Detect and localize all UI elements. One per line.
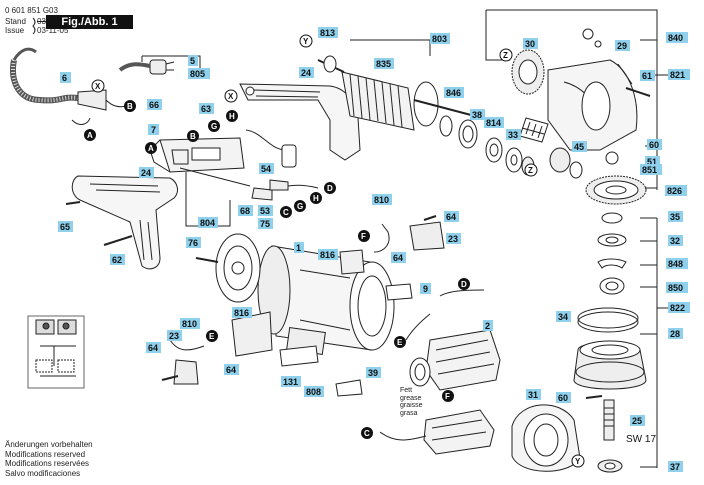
part-label-25: 25 [632, 416, 642, 426]
part-label-816-top: 816 [320, 250, 335, 260]
part-label-24-side: 24 [141, 168, 151, 178]
ref-f-coil: F [445, 392, 450, 401]
part-label-30: 30 [525, 39, 535, 49]
part-label-804: 804 [200, 218, 215, 228]
part-label-835: 835 [376, 59, 391, 69]
issue-value: 03-11-05 [37, 26, 69, 35]
part-label-68: 68 [240, 206, 250, 216]
wrench-size-label: SW 17 [626, 434, 657, 445]
part-label-64-d: 64 [226, 365, 236, 375]
ref-e-brush: E [209, 332, 215, 341]
part-label-24-top: 24 [301, 68, 311, 78]
ref-g-switch-low: G [297, 202, 303, 211]
part-label-1: 1 [296, 243, 301, 253]
ref-c-switch: C [283, 208, 289, 217]
part-label-60-low: 60 [558, 393, 568, 403]
part-label-850: 850 [668, 283, 683, 293]
doc-number: 0 601 851 G03 [5, 6, 58, 15]
ref-e-coil: E [397, 338, 403, 347]
ref-c-coil: C [364, 429, 370, 438]
part-label-846: 846 [446, 88, 461, 98]
part-label-5: 5 [190, 56, 195, 66]
part-label-31: 31 [528, 390, 538, 400]
part-label-64-b: 64 [393, 253, 403, 263]
ref-f-brush: F [361, 232, 366, 241]
issue-label: Issue [5, 26, 25, 35]
ref-x-handle: X [228, 92, 234, 101]
part-label-39: 39 [368, 368, 378, 378]
part-label-7: 7 [151, 125, 156, 135]
part-label-131: 131 [283, 377, 298, 387]
part-label-61: 61 [642, 71, 652, 81]
part-label-63: 63 [201, 104, 211, 114]
part-label-45: 45 [574, 142, 584, 152]
part-label-37: 37 [670, 462, 680, 472]
part-label-826: 826 [667, 186, 682, 196]
part-label-53: 53 [260, 206, 270, 216]
ref-b-switch: B [190, 132, 196, 141]
part-label-816-low: 816 [234, 308, 249, 318]
ref-h-switch: H [229, 112, 235, 121]
part-label-803: 803 [432, 34, 447, 44]
part-label-33: 33 [508, 130, 518, 140]
part-label-65: 65 [60, 222, 70, 232]
part-label-64-a: 64 [446, 212, 456, 222]
figure-label: Fig./Abb. 1 [46, 15, 133, 29]
part-label-23-low: 23 [169, 331, 179, 341]
part-label-38: 38 [472, 110, 482, 120]
ref-g-switch: G [211, 122, 217, 131]
part-label-bg [188, 55, 198, 66]
ref-y-guard: Y [575, 457, 581, 466]
modifications-note: Änderungen vorbehalten Modifications res… [5, 440, 93, 478]
part-label-34: 34 [558, 312, 568, 322]
stand-label: Stand [5, 17, 26, 26]
grease-note: Fett grease graisse grasa [400, 387, 423, 417]
part-label-851: 851 [642, 165, 657, 175]
part-label-64-c: 64 [148, 343, 158, 353]
ref-z-gear: Z [503, 51, 508, 60]
ref-z-pinion: Z [528, 166, 533, 175]
part-label-75: 75 [260, 219, 270, 229]
ref-y-armature: Y [303, 37, 309, 46]
part-label-51: 51 [647, 157, 657, 167]
part-label-76: 76 [188, 238, 198, 248]
part-label-810-top: 810 [374, 195, 389, 205]
ref-h-switch-low: H [313, 194, 319, 203]
part-label-813: 813 [320, 28, 335, 38]
part-label-28: 28 [670, 329, 680, 339]
part-label-840: 840 [668, 33, 683, 43]
part-label-814: 814 [486, 118, 501, 128]
ref-a-switch: A [148, 144, 154, 153]
part-label-23-top: 23 [448, 234, 458, 244]
ref-a-cord: A [87, 131, 93, 140]
part-label-66: 66 [149, 100, 159, 110]
part-label-62: 62 [112, 255, 122, 265]
part-label-29: 29 [617, 41, 627, 51]
ref-x-cord: X [95, 82, 101, 91]
part-label-808: 808 [306, 387, 321, 397]
part-label-35: 35 [670, 212, 680, 222]
part-label-9: 9 [423, 284, 428, 294]
part-label-822: 822 [670, 303, 685, 313]
part-label-2: 2 [485, 321, 490, 331]
ref-d-switch: D [327, 184, 333, 193]
part-label-60-top: 60 [649, 140, 659, 150]
ref-d-coil: D [461, 280, 467, 289]
part-label-54: 54 [261, 164, 271, 174]
part-label-32: 32 [670, 236, 680, 246]
part-label-6: 6 [62, 73, 67, 83]
part-label-810-low: 810 [182, 319, 197, 329]
ref-b-cord: B [127, 102, 133, 111]
part-label-848: 848 [668, 259, 683, 269]
part-label-805: 805 [190, 69, 205, 79]
part-label-821: 821 [670, 70, 685, 80]
